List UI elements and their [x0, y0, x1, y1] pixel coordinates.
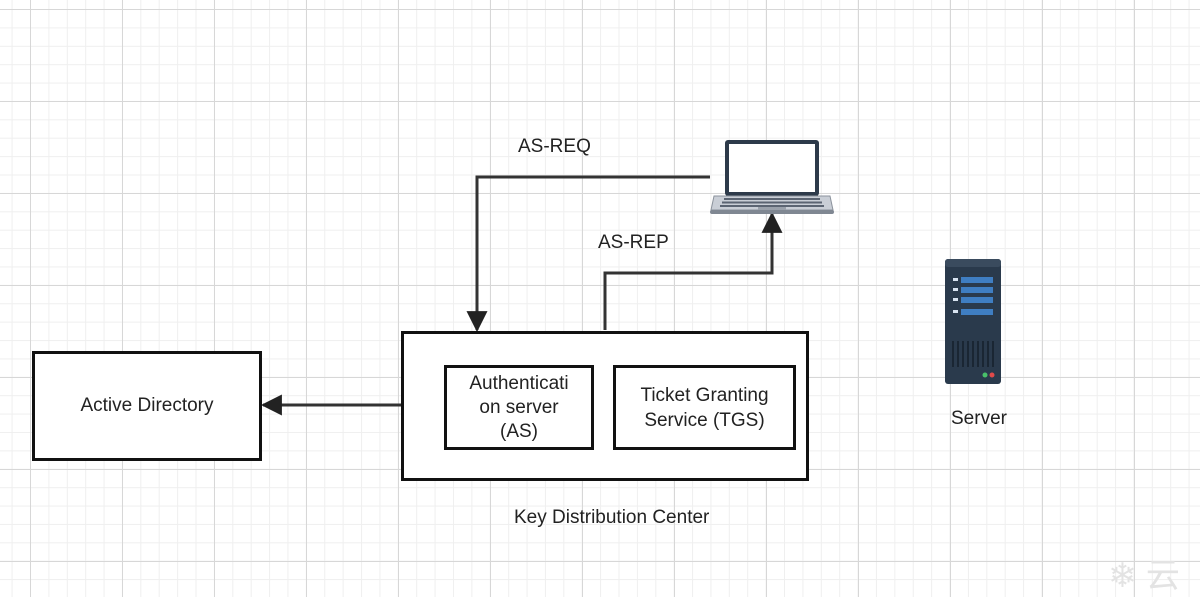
as-label-line2: on server	[479, 396, 559, 418]
as-rep-label: AS-REP	[598, 232, 669, 253]
active-directory-label: Active Directory	[80, 395, 214, 416]
tgs-label-line2: Service (TGS)	[644, 409, 765, 431]
server-icon[interactable]	[945, 259, 1001, 384]
laptop-icon[interactable]	[710, 138, 834, 216]
as-label-line3: (AS)	[500, 420, 538, 442]
tgs-box[interactable]: Ticket Granting Service (TGS)	[613, 365, 796, 450]
server-caption: Server	[951, 408, 1007, 429]
as-rep-arrow	[603, 211, 783, 330]
active-directory-box[interactable]: Active Directory	[32, 351, 262, 461]
as-label-line1: Authenticati	[469, 372, 569, 394]
tgs-label-line1: Ticket Granting	[640, 384, 769, 406]
watermark-logo: ❄ 云	[1108, 557, 1180, 595]
authentication-server-box[interactable]: Authenticati on server (AS)	[444, 365, 594, 450]
as-req-arrow	[466, 175, 710, 333]
as-req-label: AS-REQ	[518, 136, 591, 157]
kdc-caption: Key Distribution Center	[514, 507, 710, 528]
